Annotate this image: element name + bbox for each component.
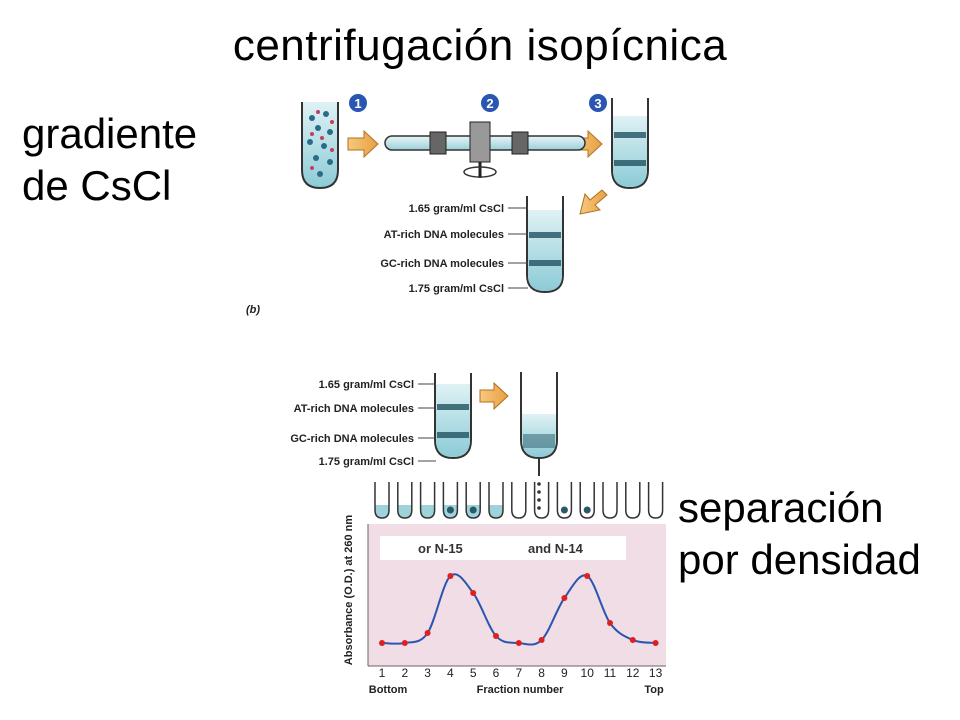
x-tick-label: 10 [581, 666, 595, 680]
data-point [515, 640, 522, 646]
banner-right: and N-14 [528, 541, 584, 556]
fraction-tube [533, 482, 550, 519]
arrow-right-icon [347, 129, 379, 159]
fraction-tube [556, 482, 573, 519]
x-tick-label: 12 [626, 666, 640, 680]
data-point [584, 573, 591, 579]
x-tick-label: 6 [493, 666, 500, 680]
step-1-label: 1 [354, 96, 361, 111]
fraction-tube [465, 482, 481, 519]
right-caption-line-1: separación [678, 484, 884, 531]
x-tick-label: 13 [649, 666, 663, 680]
label-at-rich-2: AT-rich DNA molecules [294, 403, 414, 415]
fraction-tube [397, 482, 413, 519]
x-axis-title: Fraction number [477, 684, 565, 696]
data-point [379, 640, 385, 646]
chart-banner [380, 536, 626, 560]
series-points [379, 573, 659, 646]
left-caption-line-2: de CsCl [22, 162, 172, 209]
fraction-tube [488, 482, 504, 519]
fraction-tube [579, 482, 595, 519]
data-point [401, 640, 408, 646]
fraction-tube [419, 482, 436, 519]
x-label-bottom: Bottom [369, 684, 408, 696]
step-3-label: 3 [594, 96, 601, 111]
left-caption: gradiente de CsCl [22, 108, 197, 212]
label-at-rich: AT-rich DNA molecules [384, 229, 504, 241]
fraction-tube [374, 482, 390, 519]
step-badge-3: 3 [589, 94, 607, 112]
label-light-cscl-2: 1.65 gram/ml CsCl [319, 379, 414, 391]
centrifuge-rotor-icon [384, 121, 586, 178]
data-point [607, 620, 613, 626]
x-tick-label: 5 [470, 666, 477, 680]
labeled-tube-bottom: 1.65 gram/ml CsCl AT-rich DNA molecules … [290, 373, 472, 468]
fraction-tube [442, 482, 459, 519]
labeled-tube-top: 1.65 gram/ml CsCl AT-rich DNA molecules … [380, 196, 564, 295]
fraction-tube [511, 482, 527, 519]
page-title: centrifugación isopícnica [232, 21, 728, 70]
figure-label: (b) [246, 304, 260, 316]
tube-banded [611, 98, 649, 190]
data-point [470, 590, 477, 596]
step-2-label: 2 [486, 96, 493, 111]
step-badge-1: 1 [349, 94, 367, 112]
data-point [652, 640, 659, 646]
fraction-tube [602, 482, 618, 519]
data-point [493, 633, 499, 639]
tube-mixed [301, 102, 339, 190]
label-heavy-cscl-2: 1.75 gram/ml CsCl [319, 456, 414, 468]
label-gc-rich-2: GC-rich DNA molecules [290, 433, 414, 445]
x-tick-label: 1 [379, 666, 386, 680]
x-tick-label: 2 [401, 666, 408, 680]
x-tick-label: 4 [447, 666, 454, 680]
data-point [538, 637, 545, 643]
step-badge-2: 2 [481, 94, 499, 112]
x-tick-label: 7 [515, 666, 522, 680]
fraction-tubes [374, 482, 664, 519]
banner-left: or N-15 [418, 541, 463, 556]
x-tick-label: 3 [424, 666, 431, 680]
x-tick-label: 8 [538, 666, 545, 680]
arrow-down-left-icon [579, 189, 608, 215]
label-heavy-cscl: 1.75 gram/ml CsCl [409, 283, 504, 295]
left-caption-line-1: gradiente [22, 110, 198, 157]
x-label-top: Top [644, 684, 664, 696]
label-gc-rich: GC-rich DNA molecules [380, 258, 504, 270]
right-caption: separación por densidad [678, 482, 921, 586]
x-tick-label: 9 [561, 666, 568, 680]
fraction-tube [625, 482, 641, 519]
label-light-cscl: 1.65 gram/ml CsCl [409, 203, 504, 215]
x-tick-label: 11 [604, 666, 617, 680]
y-axis-title: Absorbance (O.D.) at 260 nm [343, 515, 355, 666]
arrow-right-icon [479, 381, 509, 411]
data-point [629, 637, 636, 643]
data-point [447, 573, 454, 579]
data-point [424, 630, 431, 636]
drip-tube [520, 372, 558, 510]
fraction-tube [647, 482, 664, 519]
data-point [561, 595, 568, 601]
right-caption-line-2: por densidad [678, 536, 921, 583]
